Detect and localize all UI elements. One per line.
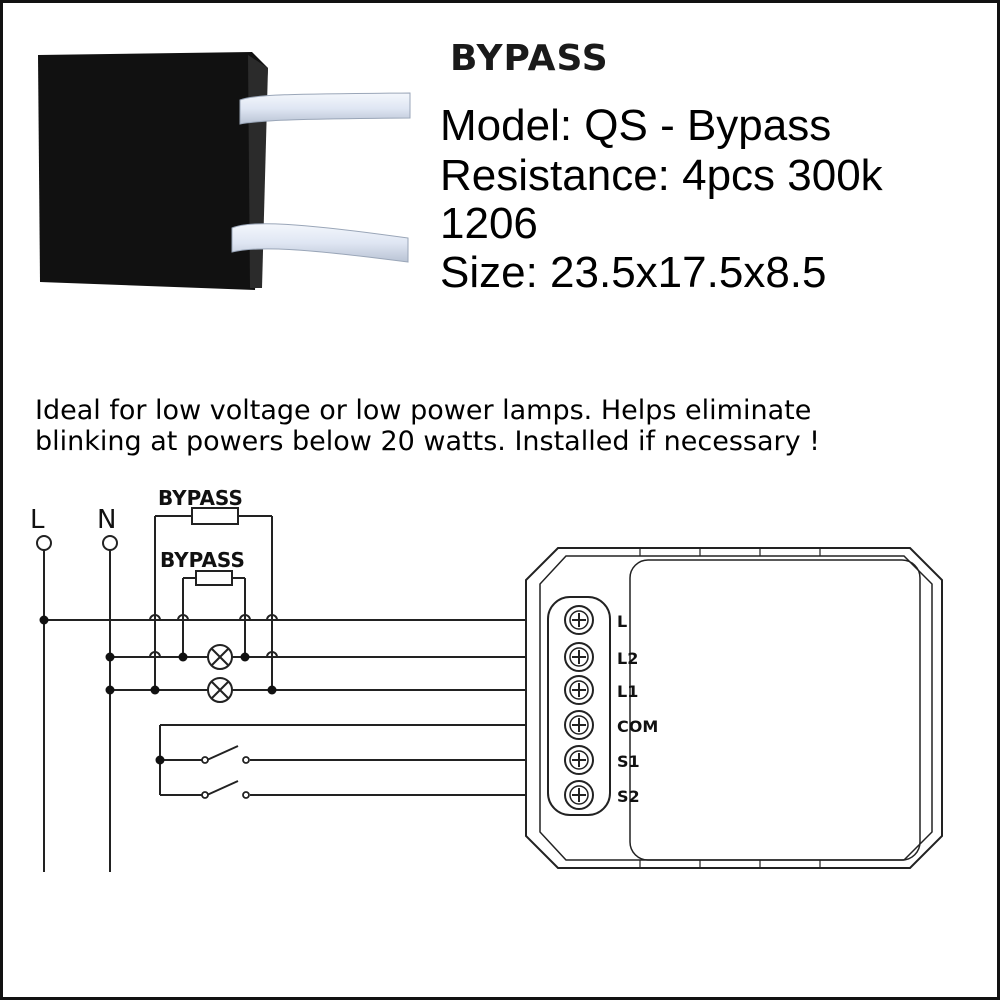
wire-upper: [239, 92, 411, 125]
terminal-screw-l2: [564, 642, 594, 672]
usage-note-line-1: Ideal for low voltage or low power lamps…: [35, 395, 812, 426]
switch-1-icon: [206, 745, 239, 761]
neutral-label: N: [97, 505, 116, 535]
lamp-icon: [207, 677, 233, 703]
spec-size: Size: 23.5x17.5x8.5: [440, 248, 827, 297]
terminal-screw-l: [564, 605, 594, 635]
smart-switch-module: [525, 547, 943, 869]
terminal-screw-s2: [564, 780, 594, 810]
terminal-label-l2: L2: [617, 649, 638, 668]
lamp-icon: [207, 644, 233, 670]
terminal-screw-s1: [564, 745, 594, 775]
terminal-label-s2: S2: [617, 787, 640, 806]
terminal-label-l: L: [617, 612, 627, 631]
terminal-label-l1: L1: [617, 682, 638, 701]
device-body: [38, 52, 268, 290]
line-label: L: [30, 505, 45, 535]
usage-note: Ideal for low voltage or low power lamps…: [35, 395, 995, 457]
wire-lower: [231, 223, 409, 263]
bypass-label-top: BYPASS: [158, 486, 243, 510]
bypass-resistor-top: [191, 507, 239, 525]
bypass-label-mid: BYPASS: [160, 548, 245, 572]
spec-model: Model: QS - Bypass: [440, 101, 832, 150]
bypass-resistor-mid: [195, 570, 233, 586]
terminal-screw-com: [564, 710, 594, 740]
terminal-label-s1: S1: [617, 752, 640, 771]
bypass-device-photo: [38, 52, 411, 290]
neutral-terminal-icon: [102, 535, 118, 551]
switch-2-icon: [206, 780, 239, 796]
terminal-screw-l1: [564, 675, 594, 705]
junction-dots: [39, 615, 277, 765]
usage-note-line-2: blinking at powers below 20 watts. Insta…: [35, 426, 820, 457]
spec-resistance: Resistance: 4pcs 300k: [440, 151, 883, 200]
device-side: [248, 55, 268, 288]
terminal-label-com: COM: [617, 717, 658, 736]
product-title: BYPASS: [450, 38, 609, 79]
line-terminal-icon: [36, 535, 52, 551]
spec-resistor-code: 1206: [440, 199, 538, 248]
